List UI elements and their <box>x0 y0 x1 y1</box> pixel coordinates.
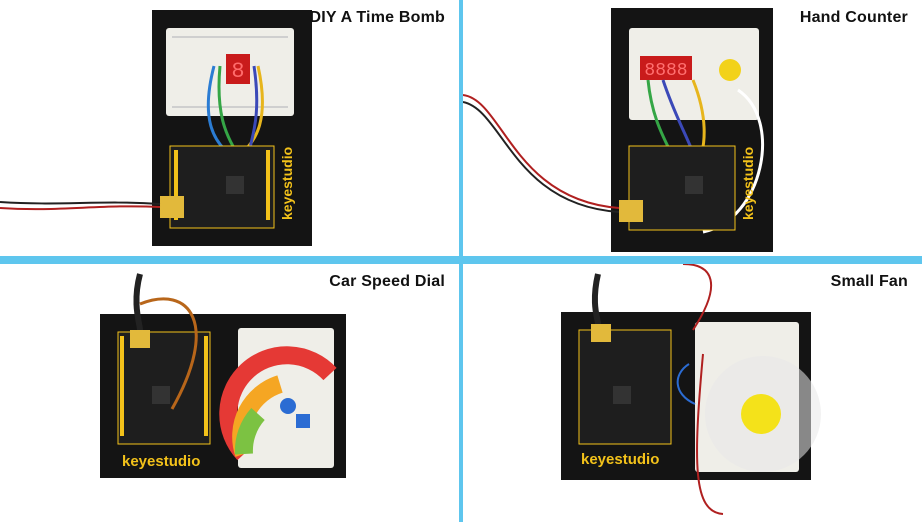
four-digit-display <box>640 56 692 80</box>
microcontroller-board <box>169 145 275 229</box>
small-fan-photo: keyestudio <box>561 264 821 515</box>
microcontroller-board <box>628 145 736 231</box>
seven-segment-display <box>226 54 250 84</box>
panel-title: Small Fan <box>830 273 908 290</box>
panel-title: Hand Counter <box>799 9 908 26</box>
fan-hub <box>741 394 781 434</box>
panel-time-bomb: 8 keyestudio DIY A Time Bomb <box>0 0 459 256</box>
speed-dial-gauge <box>219 346 337 461</box>
svg-text:8888: 8888 <box>644 61 687 81</box>
brand-logo: keyestudio <box>581 451 659 468</box>
panel-hand-counter: 8888 keyestudio Hand Counter <box>463 0 922 256</box>
servo-horn <box>280 398 296 414</box>
panel-small-fan: keyestudio Small Fan <box>463 264 922 522</box>
brand-logo: keyestudio <box>279 147 295 220</box>
push-button-cap <box>719 59 741 81</box>
panel-title: DIY A Time Bomb <box>309 9 445 26</box>
panel-car-speed-dial: keyestudio Car Speed Dial <box>0 264 459 522</box>
brand-logo: keyestudio <box>122 453 200 470</box>
panel-title: Car Speed Dial <box>329 273 445 290</box>
svg-text:8: 8 <box>231 59 244 84</box>
brand-logo: keyestudio <box>740 147 756 220</box>
hand-counter-photo: 8888 keyestudio <box>463 8 773 252</box>
time-bomb-photo: 8 keyestudio <box>0 10 312 246</box>
car-speed-dial-photo: keyestudio <box>100 273 346 478</box>
